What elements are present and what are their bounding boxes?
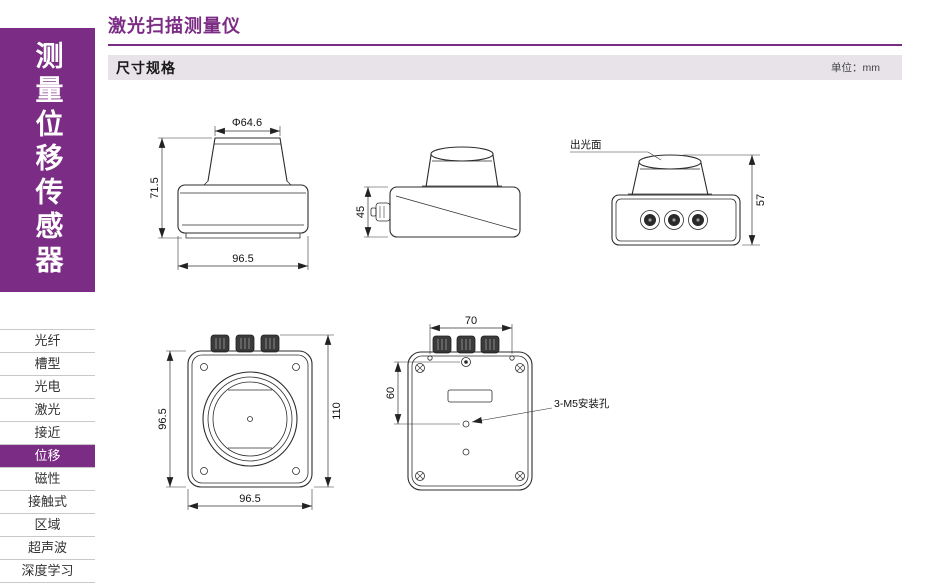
sidebar-item-ultrasonic[interactable]: 超声波 [0, 537, 95, 560]
back-view: 70 [385, 315, 610, 491]
sidebar-item-contact[interactable]: 接触式 [0, 491, 95, 514]
dim-rear-height: 57 [755, 194, 767, 206]
emitting-surface-label: 出光面 [570, 138, 602, 151]
back-corner-screws [415, 363, 525, 481]
title-divider [108, 44, 902, 46]
mount-hole-right [509, 355, 515, 361]
sidebar-item-displacement[interactable]: 位移 [0, 445, 95, 468]
sidebar-item-fiber[interactable]: 光纤 [0, 330, 95, 353]
pilot-hole [461, 357, 471, 367]
sidebar: 测量位移传感器 光纤 槽型 光电 激光 接近 位移 磁性 接触式 区域 超声波 … [0, 0, 95, 583]
rear-connector-2 [664, 210, 684, 230]
sidebar-item-magnetic[interactable]: 磁性 [0, 468, 95, 491]
dim-front-width: 96.5 [232, 253, 253, 265]
sidebar-title: 测量位移传感器 [0, 28, 95, 292]
dim-back-span: 70 [465, 315, 477, 327]
rear-connector-1 [640, 210, 660, 230]
rear-view: 出光面 [570, 138, 767, 246]
page-title: 激光扫描测量仪 [108, 16, 241, 36]
section-title: 尺寸规格 [116, 59, 176, 76]
back-connectors [432, 335, 500, 354]
mounting-hole-note: 3-M5安装孔 [554, 397, 610, 410]
mount-hole-left [427, 355, 433, 361]
sidebar-item-groove[interactable]: 槽型 [0, 353, 95, 376]
sidebar-item-photoelectric[interactable]: 光电 [0, 376, 95, 399]
front-view: Φ64.6 71.5 96.5 [149, 117, 309, 270]
section-header-bar: 尺寸规格 单位：mm [108, 55, 902, 80]
dim-back-pitch: 60 [385, 387, 397, 399]
sidebar-item-proximity[interactable]: 接近 [0, 422, 95, 445]
unit-label: 单位：mm [831, 62, 880, 74]
dimension-drawings: Φ64.6 71.5 96.5 [149, 117, 767, 510]
side-view: 45 [355, 146, 521, 238]
content-area: 激光扫描测量仪 尺寸规格 单位：mm Φ64.6 [95, 0, 952, 582]
label-plate [447, 389, 493, 403]
sidebar-item-area[interactable]: 区域 [0, 514, 95, 537]
rear-connector-3 [688, 210, 708, 230]
bottom-view: 96.5 96.5 110 [157, 334, 343, 510]
mount-hole-bottom [462, 448, 470, 456]
dim-front-height: 71.5 [149, 177, 161, 198]
dim-bottom-width: 96.5 [239, 493, 260, 505]
dim-bottom-height: 96.5 [157, 408, 169, 429]
mount-hole-mid [462, 420, 470, 428]
dim-bottom-overall: 110 [331, 402, 343, 420]
dim-front-diameter: Φ64.6 [232, 117, 262, 129]
dim-side-height: 45 [355, 206, 367, 218]
sensor-category-menu: 光纤 槽型 光电 激光 接近 位移 磁性 接触式 区域 超声波 深度学习 [0, 329, 95, 583]
sidebar-item-deep-learning[interactable]: 深度学习 [0, 560, 95, 583]
sidebar-item-laser[interactable]: 激光 [0, 399, 95, 422]
bottom-connectors [210, 334, 280, 353]
